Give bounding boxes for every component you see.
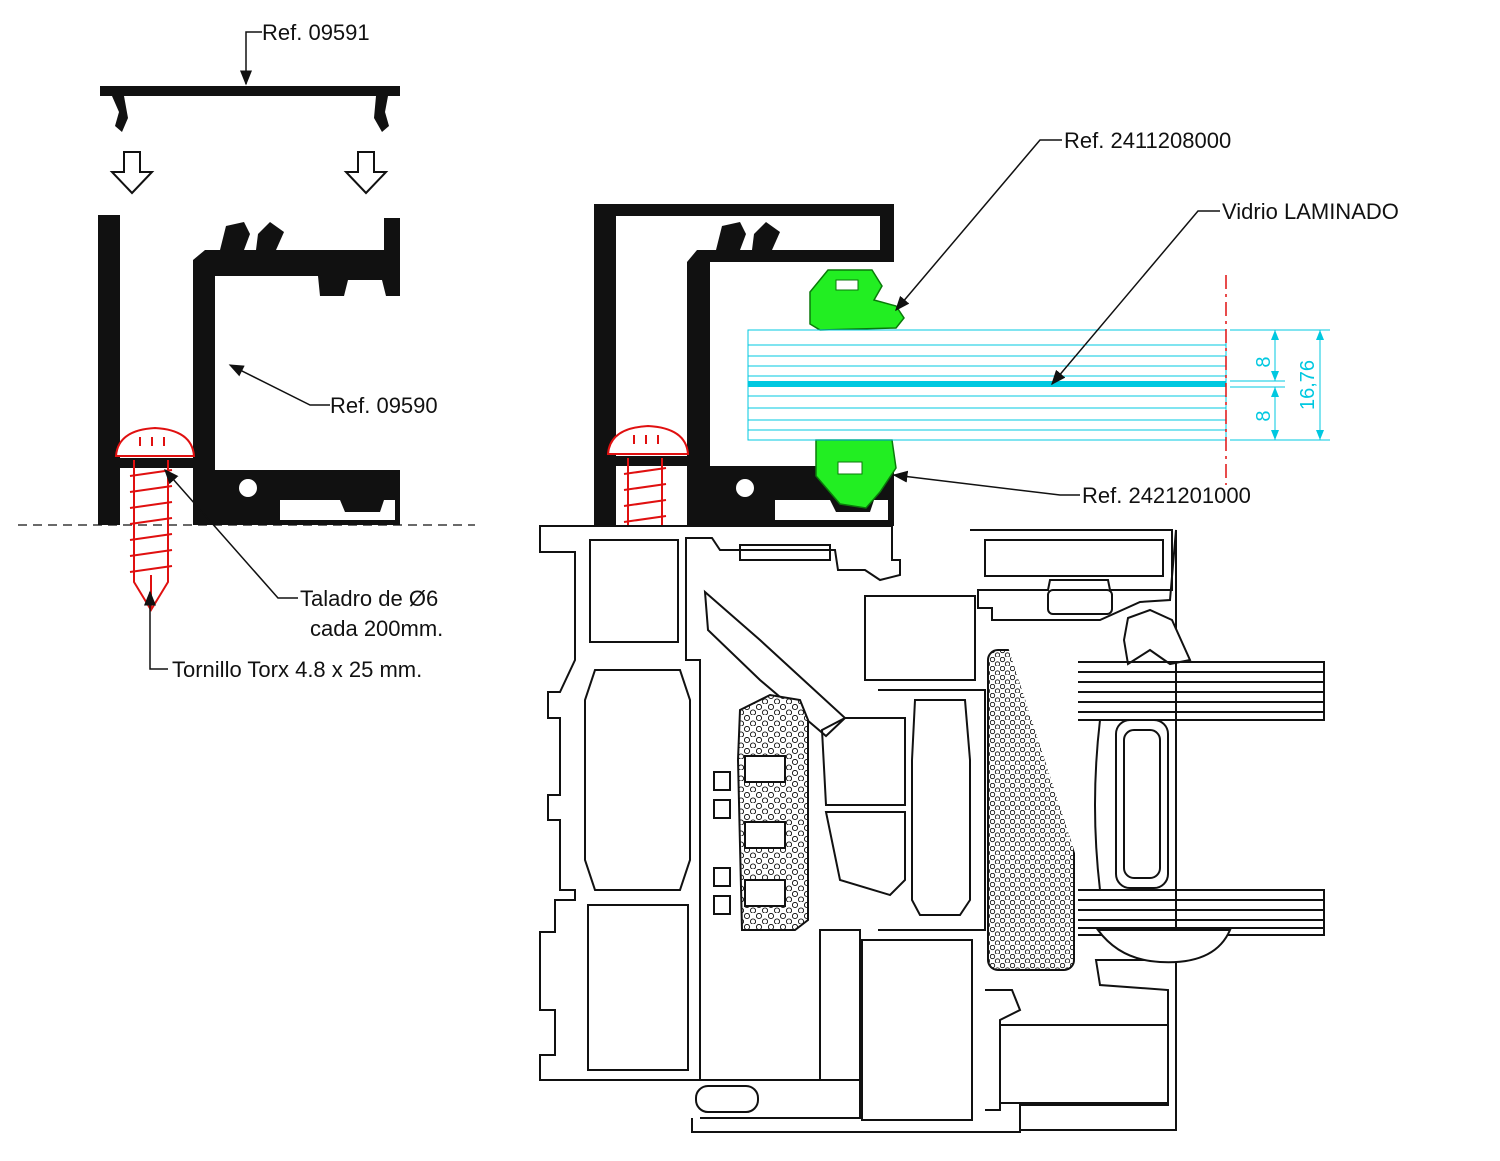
screw-label: Tornillo Torx 4.8 x 25 mm. <box>172 657 422 682</box>
thermal-insulation <box>736 693 809 931</box>
drill-label-line1: Taladro de Ø6 <box>300 586 438 611</box>
left-detail: Ref. 09591 Ref. 09590 Taladro de Ø6 cada… <box>18 20 475 682</box>
cap-ref-label: Ref. 09591 <box>262 20 370 45</box>
frame-section <box>539 525 1325 1133</box>
down-arrow-icon <box>109 151 155 195</box>
right-assembly: 8 8 16,76 Ref. 2411208000 Vidrio LAMINAD… <box>594 128 1399 610</box>
upper-gasket-ref-label: Ref. 2411208000 <box>1064 128 1231 153</box>
screw-icon <box>114 426 196 612</box>
drill-label-line2: cada 200mm. <box>310 616 443 641</box>
dim-pane-bottom: 8 <box>1253 410 1275 421</box>
glass-dimensions: 8 8 16,76 <box>1230 329 1330 441</box>
base-profile <box>98 215 400 525</box>
lower-glass <box>1078 661 1325 964</box>
dim-pane-top: 8 <box>1253 356 1275 367</box>
laminated-glass <box>747 275 1227 485</box>
cap-profile <box>100 86 400 132</box>
glass-label: Vidrio LAMINADO <box>1222 199 1399 224</box>
dim-total: 16,76 <box>1297 360 1319 410</box>
lower-gasket-ref-label: Ref. 2421201000 <box>1082 483 1251 508</box>
profile-ref-label: Ref. 09590 <box>330 393 438 418</box>
down-arrow-icon <box>343 151 389 195</box>
upper-gasket <box>809 269 905 331</box>
